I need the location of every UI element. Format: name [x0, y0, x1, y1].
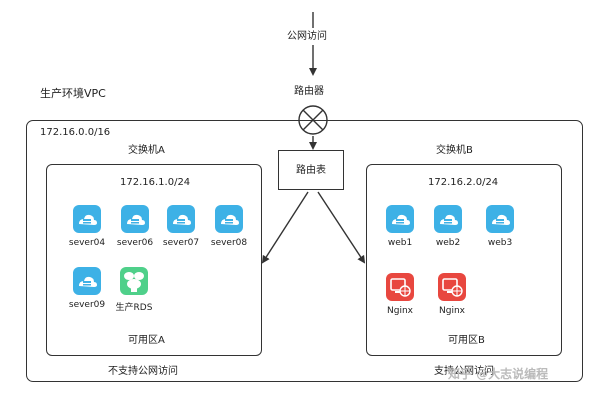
vpc-title: 生产环境VPC — [40, 87, 106, 100]
nginx-globe-icon — [386, 273, 414, 301]
node-sever08: sever08 — [201, 204, 257, 248]
server-cloud-icon — [167, 205, 195, 233]
node-label: Nginx — [387, 306, 413, 316]
zone-b-label: 可用区B — [448, 335, 485, 346]
zone-b-access-note: 支持公网访问 — [434, 366, 494, 377]
server-cloud-icon — [73, 205, 101, 233]
vpc-container — [26, 120, 583, 382]
internet-access-label: 公网访问 — [287, 31, 327, 42]
zone-a-box — [46, 164, 262, 356]
zone-a-label: 可用区A — [128, 335, 165, 346]
node-label: sever06 — [116, 238, 154, 248]
node-label: web2 — [435, 238, 461, 248]
node-label: sever04 — [68, 238, 106, 248]
node-rds: 生产RDS — [106, 266, 162, 313]
zone-b-cidr: 172.16.2.0/24 — [428, 177, 499, 188]
route-table-label: 路由表 — [296, 165, 326, 176]
node-label: sever09 — [68, 300, 106, 310]
node-label: Nginx — [439, 306, 465, 316]
route-to-zone-a-arrow — [261, 191, 309, 264]
server-cloud-icon — [486, 205, 514, 233]
zone-a-cidr: 172.16.1.0/24 — [120, 177, 191, 188]
node-sever07: sever07 — [153, 204, 209, 248]
rds-database-icon — [120, 267, 148, 295]
node-label: web3 — [487, 238, 513, 248]
router-label: 路由器 — [294, 86, 324, 97]
route-to-zone-b-arrow — [317, 191, 366, 264]
server-cloud-icon — [434, 205, 462, 233]
server-cloud-icon — [73, 267, 101, 295]
node-label: sever08 — [210, 238, 248, 248]
switch-b-label: 交换机B — [436, 145, 473, 156]
server-cloud-icon — [386, 205, 414, 233]
watermark: 知乎 @大志说编程 — [448, 367, 549, 381]
server-cloud-icon — [121, 205, 149, 233]
vpc-cidr: 172.16.0.0/16 — [40, 127, 111, 138]
node-sever09: sever09 — [59, 266, 115, 310]
node-label: sever07 — [162, 238, 200, 248]
node-nginx-1: Nginx — [372, 272, 428, 316]
node-sever04: sever04 — [59, 204, 115, 248]
zone-b-box — [366, 164, 562, 356]
node-label: 生产RDS — [115, 303, 153, 313]
node-web2: web2 — [420, 204, 476, 248]
zone-a-access-note: 不支持公网访问 — [108, 366, 178, 377]
switch-a-label: 交换机A — [128, 145, 165, 156]
node-nginx-2: Nginx — [424, 272, 480, 316]
node-web1: web1 — [372, 204, 428, 248]
node-label: web1 — [387, 238, 413, 248]
node-sever06: sever06 — [107, 204, 163, 248]
node-web3: web3 — [472, 204, 528, 248]
route-table-box — [278, 150, 344, 190]
server-cloud-icon — [215, 205, 243, 233]
nginx-globe-icon — [438, 273, 466, 301]
